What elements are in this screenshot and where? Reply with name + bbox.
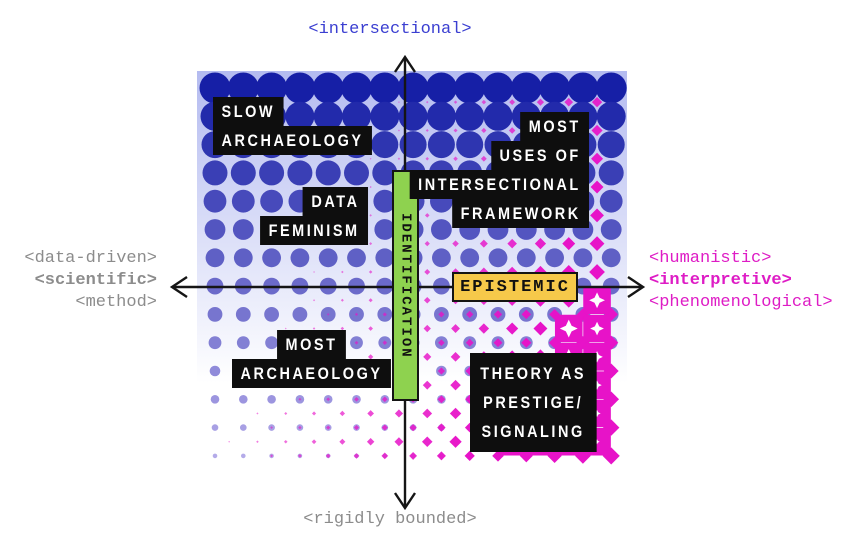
label-slow-archaeology: SLOW ARCHAEOLOGY [213, 97, 373, 155]
label-line: ARCHAEOLOGY [213, 126, 373, 155]
axis-label-humanistic: <humanistic> [649, 249, 772, 268]
axis-label-intersectional: <intersectional> [308, 20, 472, 39]
axis-label-method: <method> [75, 293, 157, 312]
label-data-feminism: DATA FEMINISM [259, 187, 368, 245]
down-arrowhead-icon [394, 492, 416, 511]
label-line: MOST [520, 112, 589, 141]
axis-label-data-driven: <data-driven> [24, 249, 157, 268]
label-most-uses-of-intersectional-framework: MOST USES OF INTERSECTIONAL FRAMEWORK [409, 112, 589, 228]
label-line: PRESTIGE/ [483, 393, 584, 412]
identification-axis-badge: IDENTIFICATION [392, 170, 419, 401]
axis-label-right-group: <humanistic> <interpretive> <phenomenolo… [649, 248, 849, 314]
label-line: INTERSECTIONAL [409, 170, 589, 199]
epistemic-axis-badge: EPISTEMIC [452, 272, 578, 302]
label-line: FEMINISM [259, 216, 368, 245]
label-line: SIGNALING [481, 422, 585, 441]
label-line: THEORY AS [480, 364, 587, 383]
label-theory-as-prestige-signaling: THEORY AS PRESTIGE/ SIGNALING [470, 353, 597, 452]
label-line: USES OF [490, 141, 589, 170]
axis-label-interpretive: <interpretive> [649, 271, 792, 290]
left-arrowhead-icon [169, 276, 188, 298]
label-line: SLOW [213, 97, 284, 126]
label-line: MOST [277, 330, 346, 359]
up-arrowhead-icon [394, 54, 416, 73]
axis-label-scientific: <scientific> [34, 271, 157, 290]
label-most-archaeology: MOST ARCHAEOLOGY [232, 330, 392, 388]
label-line: DATA [302, 187, 368, 216]
right-arrowhead-icon [627, 276, 646, 298]
axis-label-phenomenological: <phenomenological> [649, 293, 833, 312]
label-line: ARCHAEOLOGY [232, 359, 392, 388]
label-line: FRAMEWORK [451, 199, 589, 228]
axis-label-left-group: <data-driven> <scientific> <method> [0, 248, 157, 314]
axis-label-rigidly-bounded: <rigidly bounded> [303, 510, 477, 529]
